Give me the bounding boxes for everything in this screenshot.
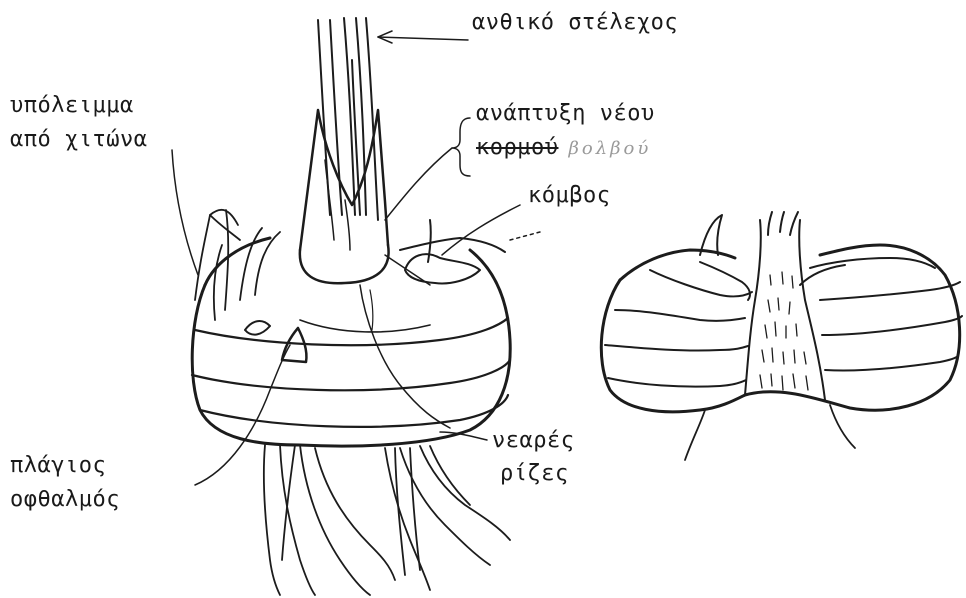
label-lateral-bud-line2: οφθαλμός [10, 486, 120, 514]
label-new-corm-line1: ανάπτυξη νέου [476, 100, 655, 128]
young-roots [264, 445, 510, 595]
handwritten-correction: βολβού [568, 138, 651, 159]
flower-stem [318, 18, 378, 220]
new-corm-brace [452, 118, 470, 176]
node-leader [442, 205, 520, 255]
tunic-remnant [195, 210, 280, 320]
label-young-roots-line2: ρίζες [500, 460, 569, 488]
label-flower-stem: ανθικό στέλεχος [472, 9, 678, 37]
new-corm-base [300, 245, 389, 283]
stem-leader [378, 37, 468, 40]
label-young-roots-line1: νεαρές [492, 427, 574, 455]
tunic-leader [172, 150, 198, 275]
label-lateral-bud-line1: πλάγιος [10, 452, 106, 480]
node-bud [405, 254, 480, 283]
left-corm-drawing [192, 18, 510, 595]
label-node: κόμβος [528, 182, 610, 210]
lateral-bud-leader [195, 345, 290, 485]
label-tunic-remnant-line1: υπόλειμμα [10, 92, 134, 120]
label-new-corm-line2: κορμού [476, 135, 558, 160]
new-corm-leader [385, 148, 452, 220]
new-corm-sheath [300, 110, 388, 250]
label-tunic-remnant-line2: από χιτώνα [10, 126, 147, 154]
vascular-hatching [760, 272, 808, 390]
label-new-corm-line2-wrap: κορμού βολβού [476, 134, 651, 163]
cross-section-drawing [601, 212, 962, 460]
